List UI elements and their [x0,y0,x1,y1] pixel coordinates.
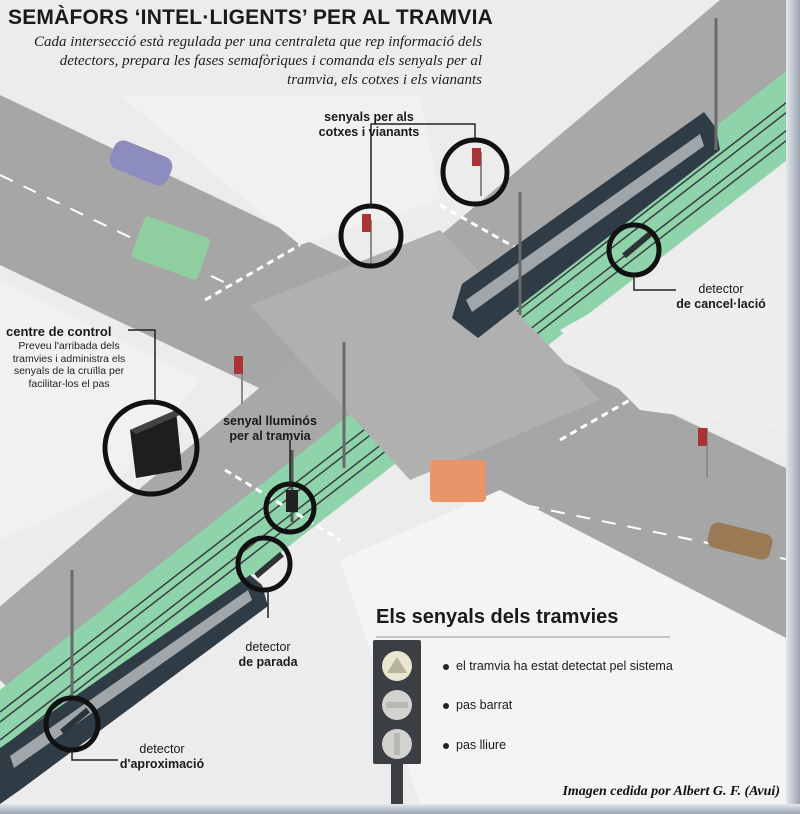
triangle-icon [387,657,407,673]
label-control-center: centre de control [6,324,112,339]
orange-van [430,460,486,502]
label-tram-light: senyal lluminós per al tramvia [210,414,330,444]
car-traffic-lights [234,148,708,478]
legend-item-blocked: pas barrat [456,698,513,712]
label-tram-light-line2: per al tramvia [229,429,311,443]
image-credit: Imagen cedida por Albert G. F. (Avui) [562,784,780,799]
label-stop-detector-line1: detector [245,640,291,654]
car-purple [109,140,173,186]
label-car-signals-line1: senyals per als [324,110,414,124]
stop-detector-bar [254,551,284,579]
approach-detector-bar [60,707,90,735]
label-stop-detector-line2: de parada [238,655,298,669]
page-subtitle: Cada intersecció està regulada per una c… [34,34,482,88]
legend-item-detected: el tramvia ha estat detectat pel sistema [456,659,673,673]
sidewalk-right [560,202,786,430]
label-approach-detector-line2: d'aproximació [119,757,205,771]
label-approach-detector: detector d'aproximació [112,742,212,772]
label-control-center-desc: Preveu l'arribada dels tramvies i admini… [12,340,126,390]
cancel-detector-bar [622,231,652,259]
horizontal-bar-icon [386,702,408,708]
frame-bottom [0,804,800,814]
sidewalk-bottom [340,490,786,804]
street-lamps [70,18,718,700]
label-cancel-detector-line1: detector [698,282,744,296]
legend-signal [373,636,670,804]
sidewalk-left [0,280,200,540]
page-title: SEMÀFORS ‘INTEL·LIGENTS’ PER AL TRAMVIA [8,6,493,29]
car-brown [707,522,773,560]
control-cabinet [130,410,182,478]
vertical-bar-icon [394,733,400,755]
legend-title: Els senyals dels tramvies [376,606,619,628]
delivery-truck [131,216,211,280]
legend-item-clear: pas lliure [456,738,507,752]
frame-edge [786,0,800,814]
label-car-signals: senyals per als cotxes i vianants [314,110,424,140]
intersection-center [250,230,600,480]
pointer-lines [71,123,676,761]
label-tram-light-line1: senyal lluminós [223,414,317,428]
legend-dots [443,664,449,749]
label-car-signals-line2: cotxes i vianants [318,125,420,139]
label-cancel-detector: detector de cancel·lació [662,282,780,312]
label-stop-detector: detector de parada [228,640,308,670]
label-approach-detector-line1: detector [139,742,185,756]
label-cancel-detector-line2: de cancel·lació [676,297,766,311]
